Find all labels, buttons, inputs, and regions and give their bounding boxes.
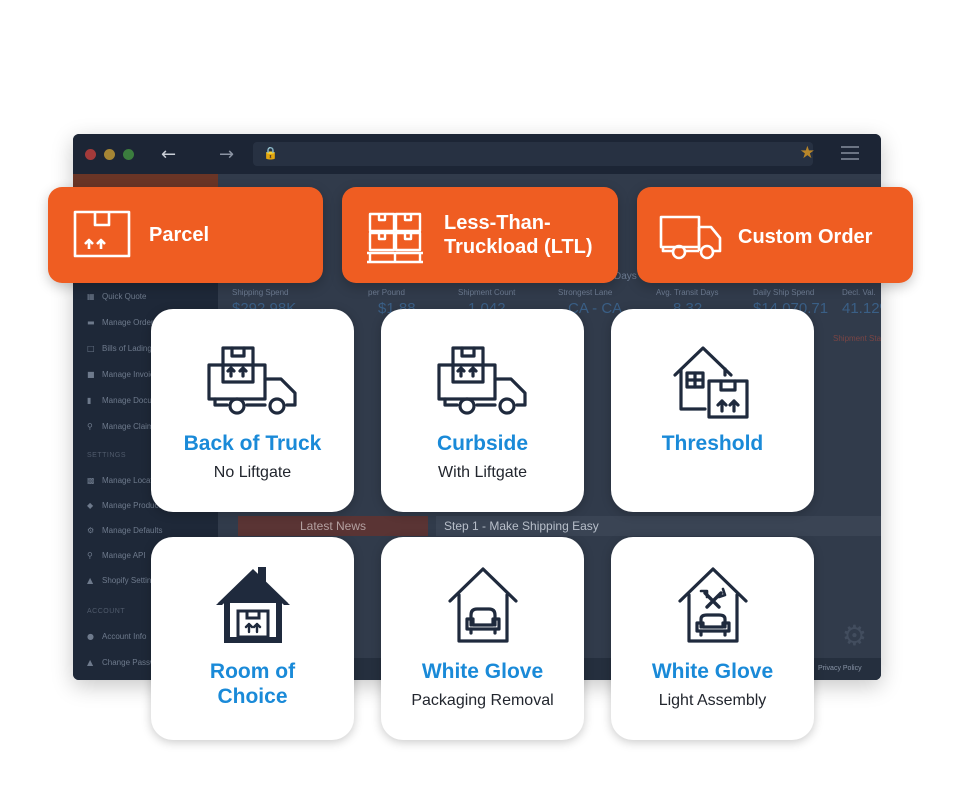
step-header: Step 1 - Make Shipping Easy <box>436 516 881 536</box>
user-icon: ● <box>87 632 94 641</box>
pallet-boxes-icon <box>366 211 424 271</box>
truck-with-box-icon <box>206 345 299 420</box>
stat-value: CA - CA <box>568 300 623 317</box>
privacy-policy-link[interactable]: Privacy Policy <box>818 665 862 672</box>
stat-value: 41.12% <box>842 300 881 317</box>
tab-label: Parcel <box>149 224 210 246</box>
card-title: White Glove <box>651 660 774 683</box>
delivery-truck-icon <box>659 215 723 267</box>
sidebar-item-manage-api[interactable]: ⚲Manage API <box>87 551 146 560</box>
gear-icon: ⚙ <box>87 526 95 535</box>
stat-label: Daily Ship Spend <box>753 288 815 297</box>
truck-with-box-icon <box>436 345 529 420</box>
tab-less-than-truckload[interactable]: Less-Than-Truckload (LTL) <box>342 187 618 283</box>
days-label: Days <box>614 271 637 282</box>
card-title: White Glove <box>421 660 544 683</box>
shipment-status-label: Shipment Status <box>833 334 881 343</box>
card-subtitle: No Liftgate <box>213 464 292 481</box>
sidebar-item-manage-defaults[interactable]: ⚙Manage Defaults <box>87 526 163 535</box>
stat-label: Strongest Lane <box>558 288 613 297</box>
service-card-white-glove-packaging-removal[interactable]: White Glove Packaging Removal <box>381 537 584 740</box>
package-box-icon <box>72 209 132 265</box>
close-window-dot[interactable] <box>85 149 96 160</box>
sidebar-account-header: ACCOUNT <box>87 608 126 615</box>
stat-label: Decl. Val. <box>842 288 876 297</box>
address-bar[interactable]: 🔒 <box>253 142 813 166</box>
house-box-inside-icon <box>214 565 292 650</box>
house-armchair-icon <box>447 565 519 650</box>
lock-icon: ▲ <box>87 658 94 667</box>
stat-label: Shipment Count <box>458 288 516 297</box>
document-icon: □ <box>87 344 95 353</box>
sidebar-item-quick-quote[interactable]: ▦Quick Quote <box>87 292 147 301</box>
truck-icon: ▬ <box>87 318 95 327</box>
sidebar-item-bills-of-lading[interactable]: □Bills of Lading <box>87 344 152 353</box>
stat-label: per Pound <box>368 288 405 297</box>
latest-news-header: Latest News <box>238 516 428 536</box>
sidebar-item-manage-documents[interactable]: ▮Manage Documents <box>87 396 174 405</box>
sidebar-item-manage-products[interactable]: ◆Manage Products <box>87 501 165 510</box>
service-card-threshold[interactable]: Threshold <box>611 309 814 512</box>
maximize-window-dot[interactable] <box>123 149 134 160</box>
card-title: Curbside <box>436 432 528 455</box>
card-title: Back of Truck <box>183 432 322 455</box>
sidebar-settings-header: SETTINGS <box>87 452 127 459</box>
house-armchair-tools-icon <box>677 565 749 650</box>
stat-label: Shipping Spend <box>232 288 289 297</box>
service-card-white-glove-light-assembly[interactable]: White Glove Light Assembly <box>611 537 814 740</box>
browser-toolbar: ← → 🔒 ★ <box>73 134 881 174</box>
service-card-back-of-truck[interactable]: Back of Truck No Liftgate <box>151 309 354 512</box>
shop-icon: ▲ <box>87 576 94 585</box>
forward-arrow-icon[interactable]: → <box>219 144 235 165</box>
sidebar-item-manage-invoices[interactable]: ■Manage Invoices <box>87 370 163 379</box>
card-subtitle: Light Assembly <box>658 692 767 709</box>
bookmark-star-icon[interactable]: ★ <box>799 143 815 163</box>
sidebar-item-manage-orders[interactable]: ▬Manage Orders <box>87 318 158 327</box>
service-card-curbside[interactable]: Curbside With Liftgate <box>381 309 584 512</box>
invoice-icon: ■ <box>87 370 95 379</box>
card-subtitle: Packaging Removal <box>411 692 554 709</box>
sidebar-item-change-password[interactable]: ▲Change Password <box>87 658 168 667</box>
stat-label: Avg. Transit Days <box>656 288 719 297</box>
tab-label: Less-Than-Truckload (LTL) <box>444 212 593 258</box>
tag-icon: ◆ <box>87 501 94 510</box>
card-title: Threshold <box>661 432 764 455</box>
house-with-box-icon <box>672 345 753 426</box>
file-icon: ▮ <box>87 396 92 405</box>
lock-icon: 🔒 <box>263 146 278 160</box>
sidebar-item-manage-claims[interactable]: ⚲Manage Claims <box>87 422 158 431</box>
sidebar-item-account-info[interactable]: ●Account Info <box>87 632 147 641</box>
sidebar-item-manage-locations[interactable]: ▩Manage Locations <box>87 476 168 485</box>
tab-label: Custom Order <box>738 226 873 248</box>
search-icon: ⚲ <box>87 422 93 431</box>
card-subtitle: With Liftgate <box>438 464 527 481</box>
gear-icon: ⚙ <box>841 619 867 652</box>
tab-parcel[interactable]: Parcel <box>48 187 323 283</box>
building-icon: ▩ <box>87 476 95 485</box>
back-arrow-icon[interactable]: ← <box>161 144 177 165</box>
calculator-icon: ▦ <box>87 292 95 301</box>
minimize-window-dot[interactable] <box>104 149 115 160</box>
tab-custom-order[interactable]: Custom Order <box>637 187 913 283</box>
sidebar-item-shopify-settings[interactable]: ▲Shopify Settings <box>87 576 160 585</box>
key-icon: ⚲ <box>87 551 93 560</box>
menu-icon[interactable] <box>841 146 859 160</box>
